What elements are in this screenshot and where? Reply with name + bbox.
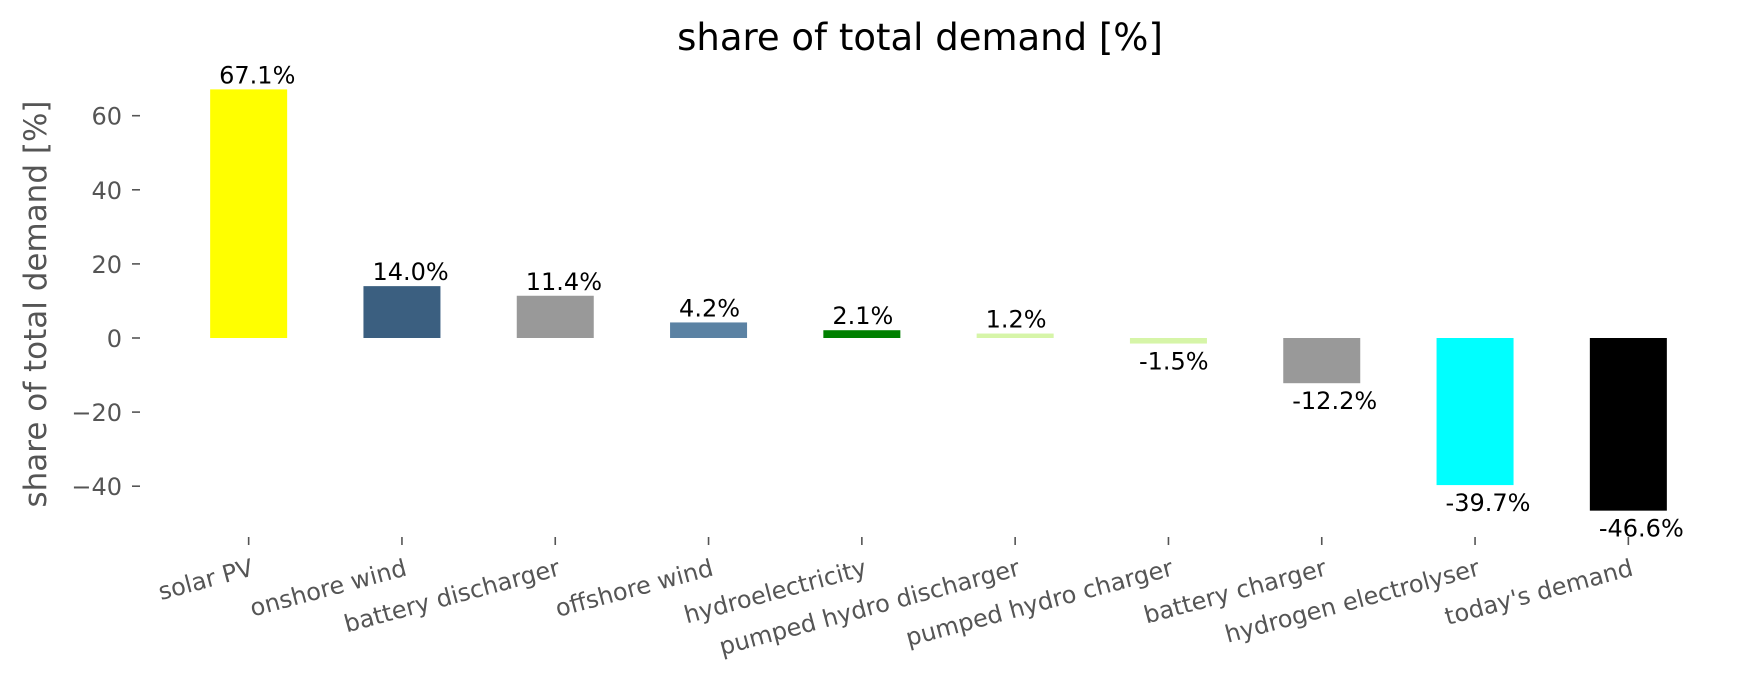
bar [670, 322, 748, 338]
bar [516, 295, 594, 338]
y-tick-label: 60 [91, 103, 122, 131]
y-tick-label: 0 [107, 325, 122, 353]
y-axis-label: share of total demand [%] [18, 100, 54, 507]
bar-value-label: 14.0% [372, 258, 448, 286]
y-tick-label: −40 [71, 473, 122, 501]
bar-value-label: 1.2% [986, 306, 1047, 334]
bar-value-label: -12.2% [1292, 387, 1377, 415]
bar-value-label: 4.2% [679, 294, 740, 322]
bar [976, 333, 1054, 338]
bar-value-label: -39.7% [1446, 489, 1531, 517]
bar-value-label: 2.1% [832, 302, 893, 330]
bar [363, 286, 441, 338]
bar [210, 89, 288, 338]
y-axis-ticks: 60 40 20 0 −20 −40 [71, 103, 140, 501]
bar [1589, 338, 1667, 511]
x-tick-label: solar PV [155, 554, 256, 606]
y-tick-label: −20 [71, 399, 122, 427]
x-tick-label: hydrogen electrolyser [1222, 554, 1483, 649]
chart-title: share of total demand [%] [677, 16, 1163, 59]
y-tick-label: 40 [91, 177, 122, 205]
bar [1129, 338, 1207, 344]
bar [823, 330, 901, 338]
bar [1283, 338, 1361, 384]
bar-value-label: 67.1% [219, 61, 295, 89]
value-labels-group: 67.1% 14.0% 11.4% 4.2% 2.1% 1.2% -1.5% -12.2% -3… [219, 61, 1684, 542]
bars-group [210, 89, 1667, 511]
x-tick-label: pumped hydro charger [903, 554, 1176, 652]
bar-value-label: 11.4% [526, 268, 602, 296]
bar-value-label: -46.6% [1599, 515, 1684, 543]
y-tick-label: 20 [91, 251, 122, 279]
bar-value-label: -1.5% [1139, 348, 1209, 376]
bar [1436, 338, 1514, 486]
